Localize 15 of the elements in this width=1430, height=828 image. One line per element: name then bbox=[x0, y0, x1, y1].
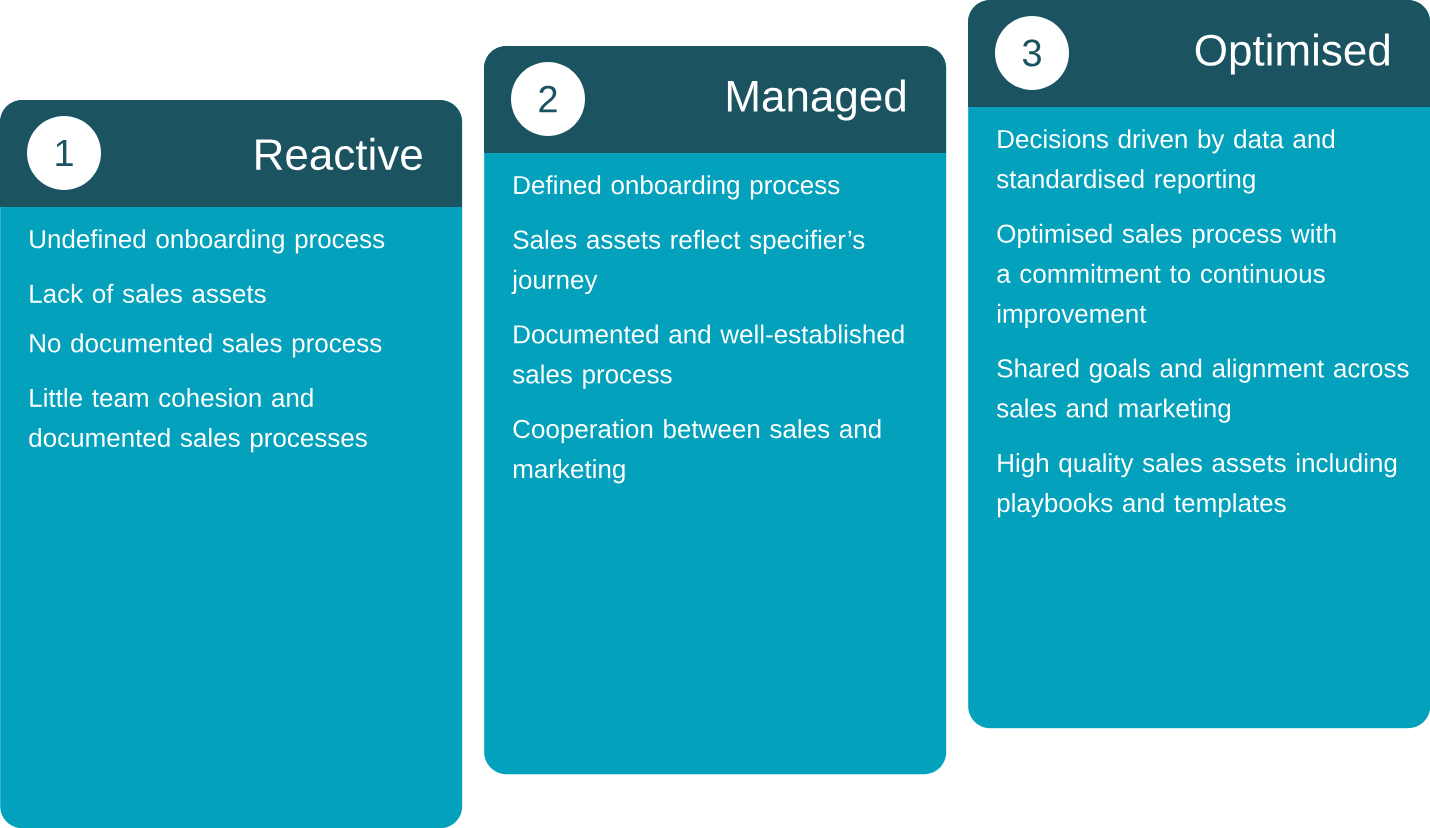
card-title: Managed bbox=[727, 79, 905, 121]
list-item: Decisions driven by data and standardised reporting bbox=[996, 129, 1335, 194]
list-item: Cooperation between sales and marketing bbox=[513, 419, 881, 484]
list-item: Sales assets reflect specifier’s journey bbox=[511, 229, 865, 295]
list-item: Little team cohesion and documented sales processes bbox=[29, 388, 367, 453]
list-item: Optimised sales process with a commitment to continuous improvement bbox=[997, 223, 1336, 329]
list-item: Documented and well-established sales process bbox=[512, 324, 904, 389]
list-item: Undefined onboarding process bbox=[30, 229, 385, 254]
list-item: Defined onboarding process bbox=[514, 175, 840, 200]
list-item: High quality sales assets including playbooks and templates bbox=[997, 453, 1397, 518]
list-item: Shared goals and alignment across sales and marketing bbox=[996, 358, 1409, 423]
list-item: Lack of sales assets bbox=[30, 283, 266, 303]
card-title: Reactive bbox=[256, 137, 422, 171]
card-title: Optimised bbox=[1195, 33, 1389, 75]
list-item: No documented sales process bbox=[30, 333, 382, 358]
